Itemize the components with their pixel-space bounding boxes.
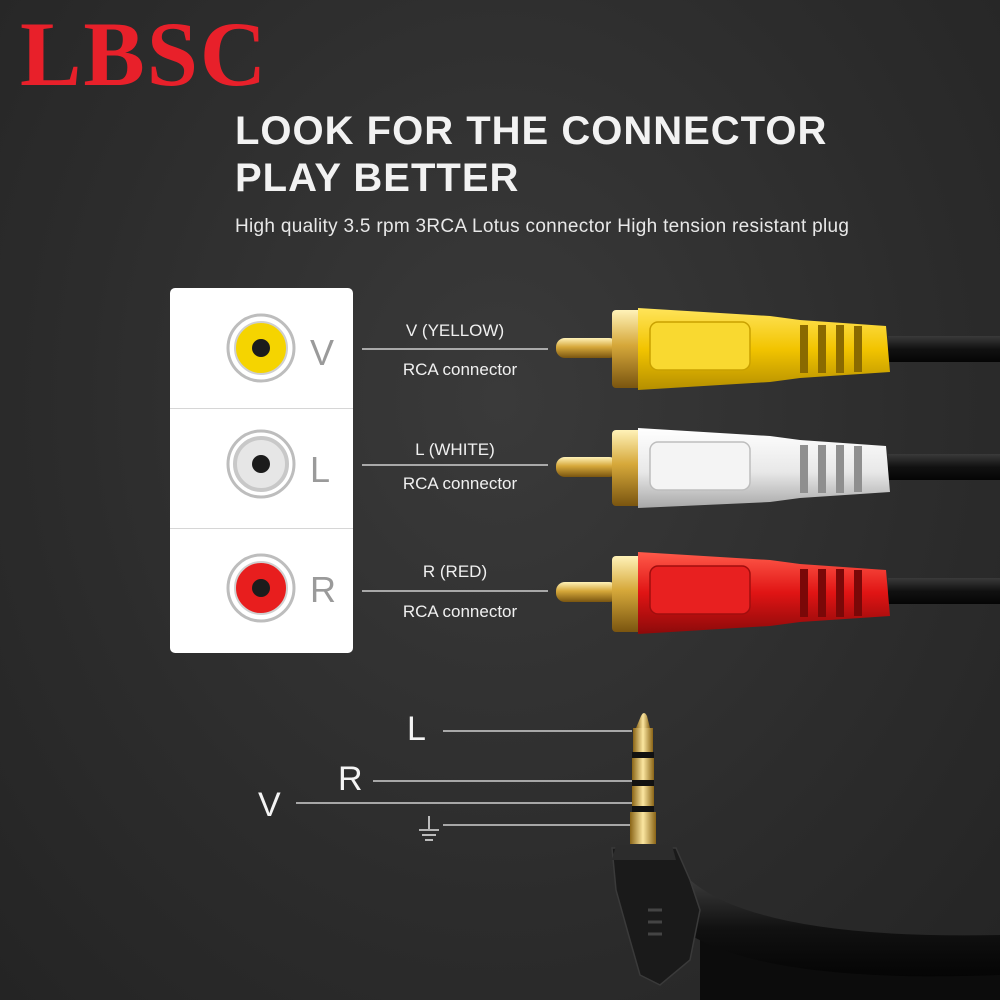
white-rca-plug bbox=[556, 428, 1000, 508]
jack-row-v: V bbox=[170, 288, 353, 408]
trrs-label-l: L bbox=[407, 710, 426, 748]
red-jack-icon bbox=[226, 553, 296, 623]
jack-panel: V L R bbox=[170, 288, 353, 653]
red-rca-plug bbox=[556, 552, 1000, 634]
label-l-type: RCA connector bbox=[402, 474, 518, 493]
white-jack-icon bbox=[226, 429, 296, 499]
brand-logo: LBSC bbox=[20, 3, 269, 105]
jack-row-l: L bbox=[170, 408, 353, 529]
subline: High quality 3.5 rpm 3RCA Lotus connecto… bbox=[235, 216, 850, 237]
jack-letter-r: R bbox=[310, 569, 336, 610]
headline-line-1: LOOK FOR THE CONNECTOR bbox=[235, 109, 828, 153]
trrs-plug bbox=[611, 713, 1000, 1000]
label-l-name: L (WHITE) bbox=[415, 440, 495, 459]
label-r-name: R (RED) bbox=[422, 562, 488, 581]
trrs-label-r: R bbox=[338, 760, 363, 798]
leader-lines bbox=[296, 348, 632, 826]
jack-sockets bbox=[226, 313, 296, 623]
headline: LOOK FOR THE CONNECTOR PLAY BETTER bbox=[235, 108, 827, 202]
trrs-label-v: V bbox=[258, 786, 281, 824]
yellow-jack-icon bbox=[226, 313, 296, 383]
yellow-rca-plug bbox=[556, 308, 1000, 390]
label-v-name: V (YELLOW) bbox=[405, 321, 505, 340]
ground-icon bbox=[419, 816, 439, 841]
jack-letter-v: V bbox=[310, 332, 335, 373]
label-r-type: RCA connector bbox=[402, 602, 518, 621]
jack-row-r: R bbox=[170, 528, 353, 649]
label-v-type: RCA connector bbox=[402, 360, 518, 379]
headline-line-2: PLAY BETTER bbox=[235, 156, 520, 200]
jack-letter-l: L bbox=[310, 449, 331, 490]
